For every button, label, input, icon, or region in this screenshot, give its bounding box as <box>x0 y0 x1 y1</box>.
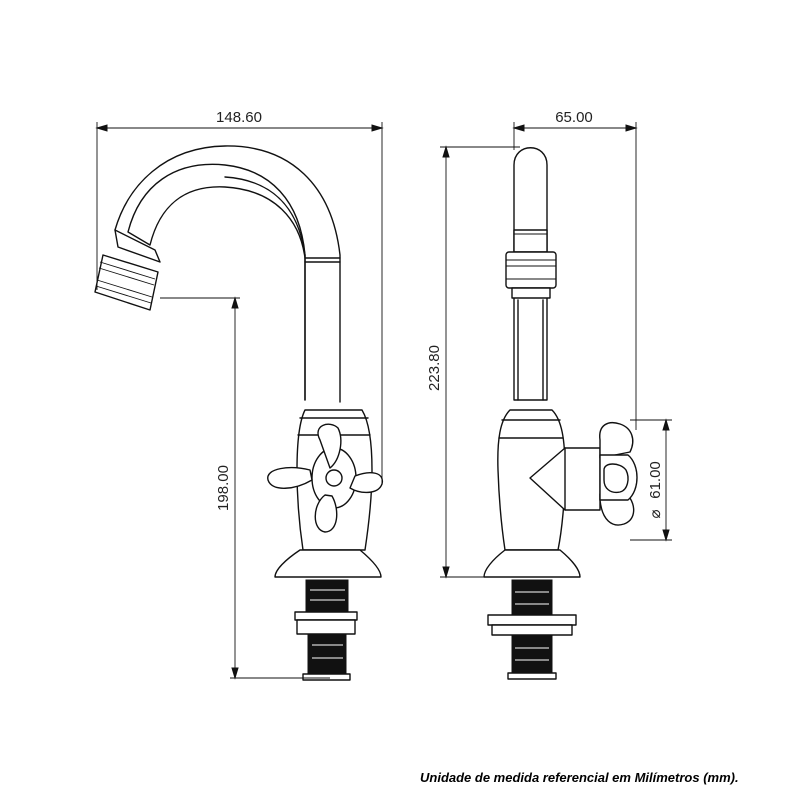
cross-handle-front <box>267 423 384 533</box>
threaded-stem-front <box>294 579 358 681</box>
diameter-symbol: ⌀ <box>647 509 664 518</box>
dim-spout-reach: 148.60 <box>216 109 262 126</box>
base-flange-front <box>274 549 382 578</box>
units-footnote: Unidade de medida referencial em Milímet… <box>420 770 739 785</box>
spout-pipe <box>127 163 306 401</box>
aerator-side <box>505 229 557 299</box>
dim-handle-diameter-group: ⌀ 61.00 <box>647 461 664 518</box>
dimension-lines-front <box>95 122 384 680</box>
dim-handle-diameter: 61.00 <box>647 461 664 499</box>
side-view <box>483 147 638 680</box>
aerator-front <box>94 229 161 311</box>
cross-handle-side <box>529 422 638 526</box>
base-flange-side <box>483 549 581 578</box>
front-view <box>94 145 384 681</box>
dim-side-depth: 65.00 <box>555 109 593 126</box>
spout-pipe-outline <box>224 176 306 401</box>
dim-total-height: 223.80 <box>426 345 443 391</box>
dimension-lines-side <box>440 122 672 579</box>
threaded-stem-side <box>487 579 577 680</box>
dim-outlet-height: 198.00 <box>215 465 232 511</box>
